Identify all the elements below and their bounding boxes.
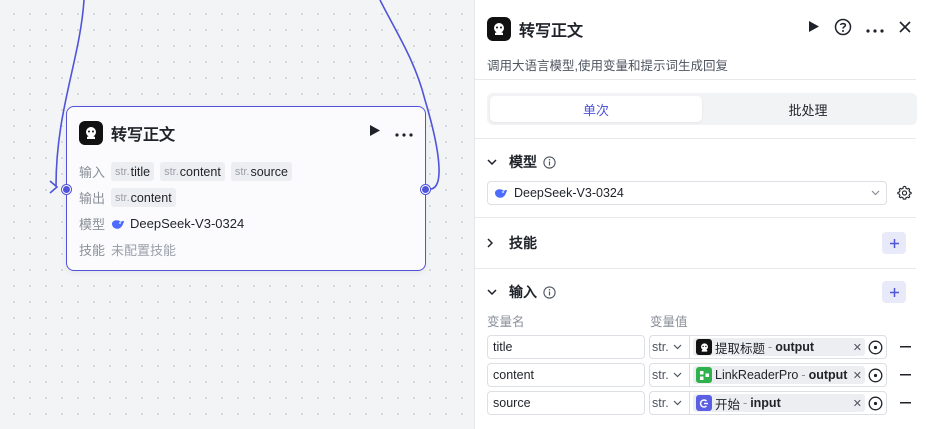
info-icon[interactable] xyxy=(543,155,556,169)
tab-batch[interactable]: 批处理 xyxy=(788,102,828,118)
input-tag: str.source xyxy=(230,162,293,181)
chevron-down-icon xyxy=(487,159,503,165)
variable-name-input[interactable]: source xyxy=(487,391,645,415)
remove-row-button[interactable] xyxy=(897,335,913,359)
input-variable-row: content str. LinkReaderPro - output ✕ xyxy=(487,363,919,387)
node-header: 转写正文 xyxy=(79,120,413,146)
node-settings-panel: 转写正文 调用大语言模型,使用变量和提示词生成回复 单次 批处理 模型 Deep… xyxy=(474,0,926,429)
node-skill-row: 技能 未配置技能 xyxy=(79,243,177,258)
input-section-header[interactable]: 输入 xyxy=(487,281,916,303)
gear-icon[interactable] xyxy=(897,185,912,200)
variable-name-input[interactable]: content xyxy=(487,363,645,387)
node-model-row: 模型 DeepSeek-V3-0324 xyxy=(79,216,245,232)
node-output-row: 输出 str.content xyxy=(79,188,182,207)
incoming-edge[interactable] xyxy=(55,0,85,187)
close-icon[interactable]: ✕ xyxy=(852,369,862,382)
col-header-value: 变量值 xyxy=(650,315,688,329)
llm-icon xyxy=(487,17,511,41)
variable-reference-chip[interactable]: 提取标题 - output ✕ xyxy=(693,338,865,356)
variable-value-field[interactable]: 提取标题 - output ✕ xyxy=(689,335,887,359)
llm-icon xyxy=(79,121,103,145)
reference-target-icon[interactable] xyxy=(868,396,883,411)
col-header-name: 变量名 xyxy=(487,315,525,329)
add-skill-button[interactable] xyxy=(882,232,906,254)
chevron-right-icon xyxy=(487,238,503,248)
chevron-down-icon xyxy=(673,372,682,378)
reference-target-icon[interactable] xyxy=(868,340,883,355)
variable-value-field[interactable]: LinkReaderPro - output ✕ xyxy=(689,363,887,387)
edge-layer xyxy=(49,0,440,194)
incoming-edge-arrow xyxy=(49,180,59,194)
variable-reference-chip[interactable]: 开始 - input ✕ xyxy=(693,394,865,412)
plugin-icon xyxy=(696,367,712,383)
close-icon[interactable] xyxy=(898,20,912,39)
panel-title: 转写正文 xyxy=(519,23,584,40)
variable-value-field[interactable]: 开始 - input ✕ xyxy=(689,391,887,415)
variable-type-select[interactable]: str. xyxy=(649,335,689,359)
workflow-canvas[interactable]: 转写正文 输入 str.title str.content str.source… xyxy=(0,0,474,429)
deepseek-icon xyxy=(494,187,508,199)
help-icon[interactable] xyxy=(834,18,852,41)
input-tag: str.content xyxy=(160,162,225,181)
variable-type-select[interactable]: str. xyxy=(649,363,689,387)
run-icon[interactable] xyxy=(369,124,381,142)
reference-target-icon[interactable] xyxy=(868,368,883,383)
add-input-button[interactable] xyxy=(882,281,906,303)
close-icon[interactable]: ✕ xyxy=(852,397,862,410)
model-select[interactable]: DeepSeek-V3-0324 xyxy=(487,181,887,205)
output-handle[interactable] xyxy=(421,185,430,194)
input-tag: str.title xyxy=(111,162,155,181)
deepseek-icon xyxy=(111,218,125,230)
chevron-down-icon xyxy=(673,400,682,406)
remove-row-button[interactable] xyxy=(897,363,913,387)
more-icon[interactable] xyxy=(866,20,884,38)
panel-header: 转写正文 xyxy=(487,16,914,42)
start-icon xyxy=(696,395,712,411)
node-input-row: 输入 str.title str.content str.source xyxy=(79,162,298,181)
divider xyxy=(475,79,916,80)
llm-icon xyxy=(696,339,712,355)
input-variable-row: source str. 开始 - input ✕ xyxy=(487,391,919,415)
outgoing-edge[interactable] xyxy=(379,0,440,190)
chevron-down-icon xyxy=(871,190,880,196)
input-handle[interactable] xyxy=(62,185,71,194)
chevron-down-icon xyxy=(487,289,503,295)
divider xyxy=(475,268,916,269)
chevron-down-icon xyxy=(673,344,682,350)
node-title: 转写正文 xyxy=(111,127,176,144)
variable-type-select[interactable]: str. xyxy=(649,391,689,415)
divider xyxy=(475,217,916,218)
info-icon[interactable] xyxy=(543,285,556,299)
variable-reference-chip[interactable]: LinkReaderPro - output ✕ xyxy=(693,366,865,384)
tab-single[interactable]: 单次 xyxy=(490,96,702,122)
remove-row-button[interactable] xyxy=(897,391,913,415)
run-icon[interactable] xyxy=(808,20,820,38)
run-mode-tabs: 单次 批处理 xyxy=(487,93,917,125)
divider xyxy=(475,138,916,139)
panel-description: 调用大语言模型,使用变量和提示词生成回复 xyxy=(487,59,728,73)
input-variable-row: title str. 提取标题 - output ✕ xyxy=(487,335,919,359)
variable-name-input[interactable]: title xyxy=(487,335,645,359)
llm-node-card[interactable]: 转写正文 输入 str.title str.content str.source… xyxy=(62,106,430,271)
close-icon[interactable]: ✕ xyxy=(852,341,862,354)
skills-section-header[interactable]: 技能 xyxy=(487,232,916,254)
more-icon[interactable] xyxy=(395,124,413,142)
model-section-header[interactable]: 模型 xyxy=(487,151,916,173)
output-tag: str.content xyxy=(111,188,176,207)
